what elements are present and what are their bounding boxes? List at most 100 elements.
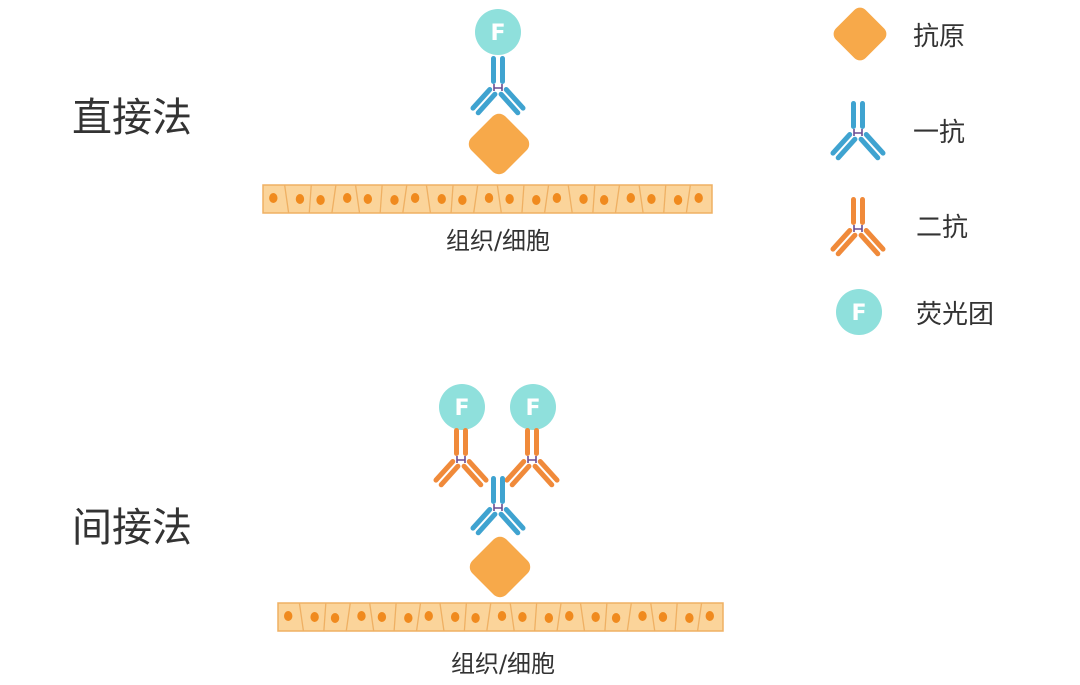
direct-antigen [468, 113, 530, 175]
cell-nucleus [284, 611, 293, 621]
cell-border [592, 184, 596, 214]
cell-nucleus [390, 195, 399, 205]
cell-nucleus [518, 612, 527, 622]
cell-border [450, 184, 454, 214]
cell-border [663, 184, 667, 214]
legend-fluorophore: F 荧光团 [836, 289, 994, 335]
cell-nucleus [363, 194, 373, 204]
cell-border [283, 184, 290, 214]
indirect-fluorophore-left: F [439, 384, 485, 430]
cell-nucleus [638, 611, 647, 621]
legend-antigen-label: 抗原 [913, 22, 965, 52]
cell-border [486, 602, 492, 632]
cell-border [521, 184, 525, 214]
cell-nucleus [269, 193, 278, 203]
cell-nucleus [424, 611, 433, 621]
cell-nucleus [471, 613, 480, 623]
direct-primary-antibody [468, 55, 528, 118]
indirect-fluorophore-left-letter: F [454, 396, 469, 421]
cell-nucleus [377, 612, 387, 622]
legend-antigen: 抗原 [833, 7, 965, 61]
cell-border [567, 184, 573, 214]
cell-border [650, 602, 656, 632]
cell-nucleus [410, 193, 420, 203]
cell-border [543, 184, 550, 214]
cell-border [614, 184, 621, 214]
cell-border [393, 602, 397, 632]
cell-nucleus [544, 613, 554, 623]
legend-secondary-antibody: 二抗 [828, 196, 968, 259]
cell-border [533, 602, 538, 632]
cell-nucleus [591, 612, 600, 622]
cell-nucleus [404, 613, 413, 623]
cell-nucleus [658, 612, 668, 622]
cell-border [323, 602, 327, 632]
cell-border [556, 602, 562, 632]
cell-border [579, 602, 586, 632]
cell-nucleus [484, 193, 494, 203]
fluorophore-icon [836, 289, 882, 335]
indirect-secondary-antibody-left [431, 427, 491, 490]
cell-nucleus [685, 613, 694, 623]
cell-border [674, 602, 678, 632]
legend-primary-antibody: 一抗 [828, 100, 965, 163]
indirect-fluorophore-right: F [510, 384, 556, 430]
legend-fluorophore-letter: F [851, 301, 866, 326]
cell-nucleus [626, 193, 635, 203]
cell-nucleus [316, 195, 325, 205]
direct-tissue-strip [262, 184, 713, 214]
cell-border [369, 602, 375, 632]
primary-antibody-icon [828, 100, 888, 163]
cell-nucleus [330, 613, 340, 623]
cell-nucleus [694, 193, 703, 203]
legend: 抗原 一抗 二抗 F 荧光团 [828, 7, 994, 335]
indirect-tissue-label: 组织/细胞 [451, 650, 555, 678]
cell-border [626, 602, 632, 632]
cell-nucleus [647, 194, 656, 204]
cell-nucleus [437, 194, 446, 204]
cell-nucleus [450, 612, 460, 622]
cell-border [402, 184, 408, 214]
cell-nucleus [532, 195, 541, 205]
cell-border [473, 184, 479, 214]
legend-primary-antibody-label: 一抗 [913, 118, 965, 148]
indirect-secondary-antibody-right [502, 427, 562, 490]
direct-fluorophore: F [475, 9, 521, 55]
direct-method-title: 直接法 [72, 95, 192, 141]
cell-border [638, 184, 644, 214]
cell-border [425, 184, 432, 214]
indirect-fluorophore-right-letter: F [525, 396, 540, 421]
direct-tissue-label: 组织/细胞 [446, 227, 550, 255]
cell-nucleus [497, 611, 507, 621]
cell-nucleus [552, 193, 562, 203]
legend-secondary-antibody-label: 二抗 [916, 213, 968, 243]
cell-border [415, 602, 422, 632]
cell-border [463, 602, 468, 632]
cell-nucleus [295, 194, 305, 204]
cell-nucleus [599, 195, 609, 205]
cell-nucleus [611, 613, 621, 623]
secondary-antibody-icon [828, 196, 888, 259]
cell-border [354, 184, 361, 214]
cell-border [439, 602, 445, 632]
cell-border [509, 602, 515, 632]
cell-nucleus [458, 195, 467, 205]
direct-fluorophore-letter: F [490, 21, 505, 46]
cell-border [345, 602, 351, 632]
cell-nucleus [565, 611, 574, 621]
legend-fluorophore-label: 荧光团 [916, 300, 994, 330]
indirect-antigen [469, 536, 531, 598]
cell-border [308, 184, 312, 214]
cell-nucleus [673, 195, 683, 205]
cell-nucleus [357, 611, 366, 621]
indirect-method-title: 间接法 [72, 505, 192, 551]
cell-border [685, 184, 692, 214]
cell-border [379, 184, 383, 214]
cell-nucleus [343, 193, 352, 203]
cell-border [696, 602, 703, 632]
cell-nucleus [705, 611, 714, 621]
indirect-tissue-strip [277, 602, 724, 632]
cell-border [298, 602, 305, 632]
antigen-icon [833, 7, 887, 61]
cell-nucleus [310, 612, 319, 622]
